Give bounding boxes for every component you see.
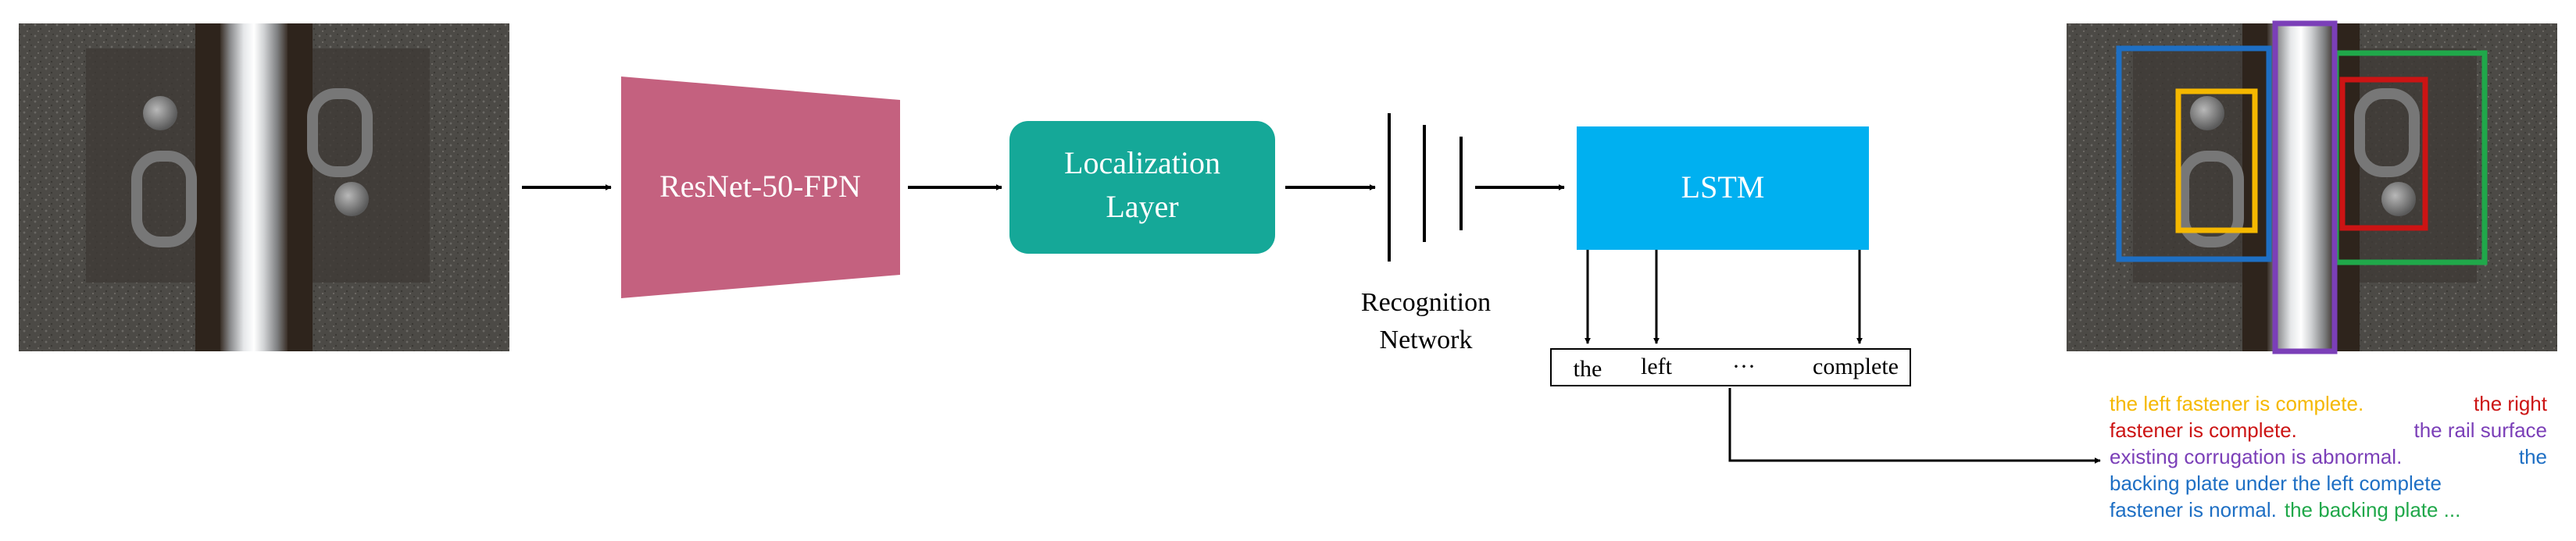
localization-label-line2: Layer [1106,189,1178,224]
caption-line: the left fastener is complete. the right [2110,390,2547,417]
caption-segment: the right [2474,392,2547,415]
output-rail-photo [2067,23,2557,351]
caption-segment: fastener is complete. [2110,418,2297,442]
input-rail-photo [19,23,509,351]
caption-arrow [1728,388,2101,464]
box-right-fastener [2339,77,2428,231]
token-sequence-box [1550,348,1911,386]
resnet-block [621,77,900,298]
token-the: the [1574,356,1602,382]
token-left: left [1641,354,1673,379]
token-ellipsis: ··· [1732,354,1756,379]
caption-line: fastener is normal. the backing plate ..… [2110,497,2547,523]
caption-segment: the rail surface [2413,418,2547,442]
token-complete: complete [1813,354,1899,379]
caption-line: fastener is complete. the rail surface [2110,417,2547,443]
generated-caption: the left fastener is complete. the right… [2110,390,2547,523]
caption-line: backing plate under the left complete [2110,470,2547,497]
caption-segment: the left fastener is complete. [2110,392,2364,415]
box-left-backing-plate [2116,45,2272,262]
localization-label-line1: Localization [1064,145,1220,180]
lstm-block [1577,126,1869,250]
caption-segment: existing corrugation is abnormal. [2110,445,2403,468]
recognition-label-line2: Network [1380,326,1473,354]
box-rail-surface [2272,20,2338,354]
caption-segment: the backing plate ... [2284,498,2461,521]
caption-line: existing corrugation is abnormal. the [2110,443,2547,470]
box-left-fastener [2175,88,2258,233]
localization-layer-block [1009,121,1275,254]
recognition-network-bars [1388,113,1463,262]
lstm-label: LSTM [1681,169,1765,205]
resnet-label: ResNet-50-FPN [659,169,861,204]
recognition-label-line1: Recognition [1361,288,1491,317]
caption-segment: backing plate under the left complete [2110,472,2442,495]
caption-segment: the [2518,445,2547,468]
caption-segment: fastener is normal. [2110,498,2277,521]
